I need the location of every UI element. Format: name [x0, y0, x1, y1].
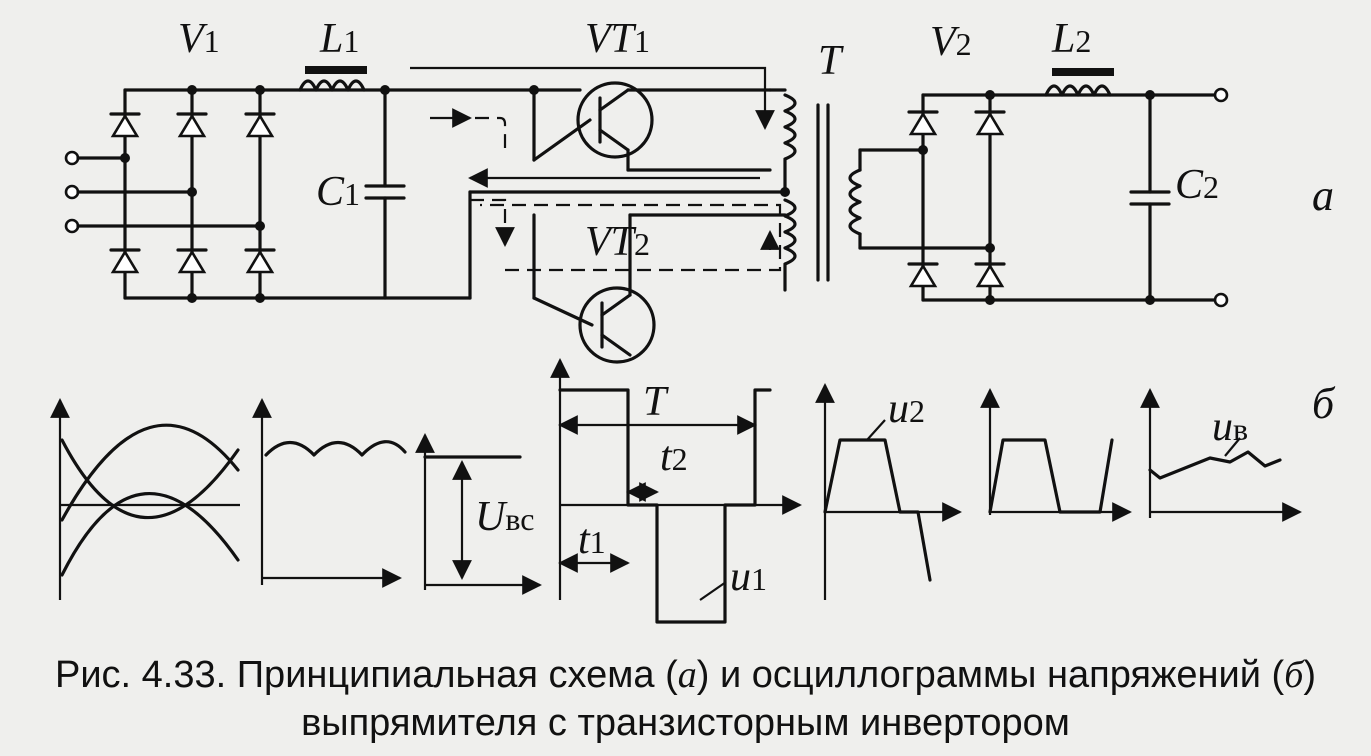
- label-t1: t1: [578, 517, 606, 563]
- label-l2: L2: [1051, 16, 1091, 62]
- inductor-l2: [1044, 68, 1114, 97]
- label-vt1: VT1: [585, 16, 650, 62]
- label-ubc: Uвс: [475, 494, 534, 540]
- capacitor-c2: [1129, 90, 1171, 305]
- label-u2: u2: [888, 386, 925, 432]
- label-vt2: VT2: [585, 219, 650, 265]
- rectifier-bridge-v1: [109, 85, 472, 303]
- label-v2: V2: [930, 19, 972, 65]
- label-t2: t2: [660, 434, 688, 480]
- label-t: T: [818, 38, 844, 84]
- label-part-a: a: [1312, 171, 1334, 220]
- label-uv: uв: [1212, 404, 1248, 450]
- inductor-l1: [298, 66, 367, 92]
- oscillogram-u2: [815, 383, 962, 600]
- oscillogram-rectified: [252, 398, 407, 588]
- transistor-vt2: [532, 213, 787, 364]
- figure-caption-line2: выпрямителя с транзисторным инвертором: [301, 702, 1070, 744]
- figure-caption-line1: Рис. 4.33. Принципиальная схема (а) и ос…: [54, 654, 1316, 696]
- capacitor-c1: [364, 85, 406, 300]
- rectifier-v2: [907, 90, 1217, 305]
- label-u1: u1: [730, 554, 767, 600]
- output-terminals: [1148, 87, 1229, 308]
- oscillogram-ubc: [415, 433, 542, 595]
- label-period: T: [643, 379, 669, 425]
- label-c2: C2: [1175, 162, 1219, 208]
- current-paths: [410, 66, 782, 272]
- transistor-vt1: [532, 81, 772, 172]
- oscillogram-uv: [1140, 388, 1302, 522]
- label-c1: C1: [316, 169, 360, 215]
- oscillogram-u1: [550, 358, 802, 624]
- label-part-b: б: [1312, 379, 1336, 428]
- oscillogram-rectified-u2: [980, 388, 1132, 522]
- oscillogram-3phase: [50, 398, 240, 600]
- input-terminals: [64, 150, 262, 234]
- transformer-t: [768, 88, 992, 292]
- label-l1: L1: [319, 16, 359, 62]
- label-v1: V1: [178, 16, 220, 62]
